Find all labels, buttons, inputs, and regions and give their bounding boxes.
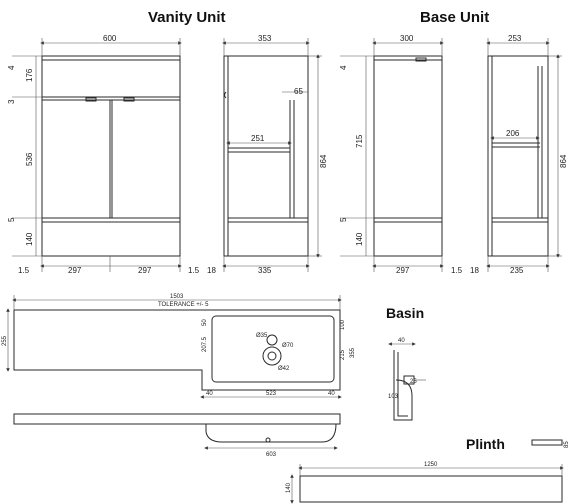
dim-base-height: 864 xyxy=(559,154,568,168)
dim-plinth-thickness: 85 xyxy=(564,441,570,448)
dim-basin-d2: 207.5 xyxy=(202,336,208,352)
dim-vanity-bottom-3: 297 xyxy=(138,266,152,275)
basin-side-view: 603 xyxy=(13,413,341,458)
dim-vanity-depth: 353 xyxy=(258,34,272,43)
dim-basin-d6: 40 xyxy=(206,391,213,397)
plinth-view: 1250 140 85 xyxy=(286,439,570,504)
hole-label-3: Ø42 xyxy=(278,366,290,372)
vanity-front-view: 600 4 176 3 536 5 140 1.5 297 297 1.5 xyxy=(7,34,200,275)
dim-base-width: 300 xyxy=(400,34,414,43)
title-base-unit: Base Unit xyxy=(420,9,489,26)
dim-base-left-1: 4 xyxy=(339,65,348,70)
vanity-side-view: 353 65 251 864 18 335 xyxy=(207,34,328,275)
dim-section-lip: 25 xyxy=(410,379,417,385)
dim-basin-d3: 100 xyxy=(340,319,346,330)
dim-vanity-left-1: 4 xyxy=(7,65,16,70)
dim-basin-d5: 355 xyxy=(350,347,356,358)
basin-section-view: 40 25 103 xyxy=(388,338,426,421)
title-basin: Basin xyxy=(386,305,424,321)
dim-plinth-height: 140 xyxy=(286,482,292,493)
base-front-view: 300 4 715 5 140 297 1.5 xyxy=(339,34,463,275)
basin-tolerance-top: TOLERANCE +/- 5 xyxy=(158,302,209,308)
dim-vanity-inner-depth: 251 xyxy=(251,134,265,143)
dim-base-depth: 253 xyxy=(508,34,522,43)
dim-section-depth: 103 xyxy=(388,394,399,400)
dim-vanity-bottom-2: 297 xyxy=(68,266,82,275)
dim-base-left-4: 140 xyxy=(355,232,364,246)
hole-label-2: Ø70 xyxy=(282,343,294,349)
dim-basin-left-height: 255 xyxy=(2,335,8,346)
hole-label-1: Ø35 xyxy=(256,333,268,339)
dim-basin-side-width: 603 xyxy=(266,452,277,458)
dim-section-width: 40 xyxy=(398,338,405,344)
dim-base-left-3: 5 xyxy=(339,217,348,222)
title-vanity-unit: Vanity Unit xyxy=(148,9,226,26)
dim-plinth-length: 1250 xyxy=(424,462,438,468)
dim-basin-d1: 50 xyxy=(202,319,208,326)
dim-base-bottom-1: 297 xyxy=(396,266,410,275)
dim-basin-d7: 523 xyxy=(266,391,277,397)
dim-vanity-handle: 65 xyxy=(294,87,303,96)
dim-vanity-left-5: 5 xyxy=(7,217,16,222)
dim-vanity-width: 600 xyxy=(103,34,117,43)
dim-vanity-side-bottom-1: 18 xyxy=(207,266,216,275)
dim-vanity-left-3: 3 xyxy=(7,99,16,104)
dim-basin-d4: 215 xyxy=(340,349,346,360)
dim-basin-width: 1503 xyxy=(170,294,184,300)
dim-base-inner-depth: 206 xyxy=(506,129,520,138)
dim-base-left-2: 715 xyxy=(355,134,364,148)
dim-vanity-height: 864 xyxy=(319,154,328,168)
basin-top-view: 1503 TOLERANCE +/- 5 255 50 207.5 100 21… xyxy=(2,294,356,399)
dim-vanity-left-6: 140 xyxy=(25,232,34,246)
dim-basin-d8: 40 xyxy=(328,391,335,397)
title-plinth: Plinth xyxy=(466,436,505,452)
dim-base-side-bottom-1: 18 xyxy=(470,266,479,275)
dim-vanity-side-bottom-2: 335 xyxy=(258,266,272,275)
base-side-view: 253 206 864 18 235 xyxy=(470,34,568,275)
dim-base-bottom-2: 1.5 xyxy=(451,266,463,275)
dim-vanity-bottom-1: 1.5 xyxy=(18,266,30,275)
dim-vanity-bottom-4: 1.5 xyxy=(188,266,200,275)
dim-vanity-left-2: 176 xyxy=(25,68,34,82)
dim-base-side-bottom-2: 235 xyxy=(510,266,524,275)
dim-vanity-left-4: 536 xyxy=(25,152,34,166)
